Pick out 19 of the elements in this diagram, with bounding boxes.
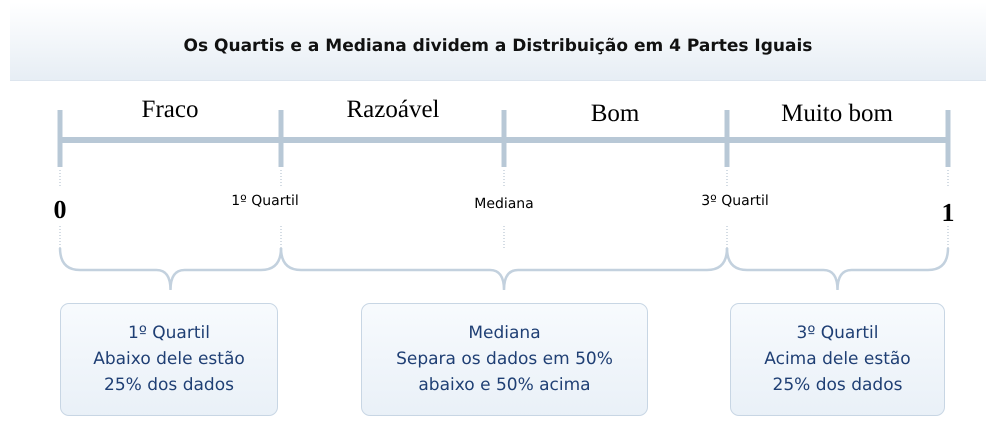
info-box bbox=[730, 303, 945, 416]
quartile-label: 3º Quartil bbox=[701, 193, 769, 209]
quartile-label: Mediana bbox=[474, 196, 534, 212]
box-heading: 3º Quartil bbox=[796, 322, 878, 345]
info-box bbox=[361, 303, 648, 416]
info-box bbox=[60, 303, 278, 416]
segment-label: Fraco bbox=[142, 96, 198, 124]
box-heading: 1º Quartil bbox=[128, 322, 210, 345]
segment-label: Muito bom bbox=[781, 100, 893, 128]
segment-label: Razoável bbox=[346, 96, 440, 124]
quartile-label: 1º Quartil bbox=[231, 193, 299, 209]
segment-label: Bom bbox=[590, 100, 640, 128]
axis-value: 0 bbox=[54, 195, 66, 225]
box-description: Separa os dados em 50% abaixo e 50% acima bbox=[395, 348, 614, 397]
box-heading: Mediana bbox=[468, 322, 541, 345]
box-description: Acima dele estão 25% dos dados bbox=[763, 348, 912, 397]
title: Os Quartis e a Mediana dividem a Distribuição em 4 Partes Iguais bbox=[182, 36, 814, 56]
axis-value: 1 bbox=[942, 198, 954, 228]
box-description: Abaixo dele estão 25% dos dados bbox=[92, 348, 246, 397]
